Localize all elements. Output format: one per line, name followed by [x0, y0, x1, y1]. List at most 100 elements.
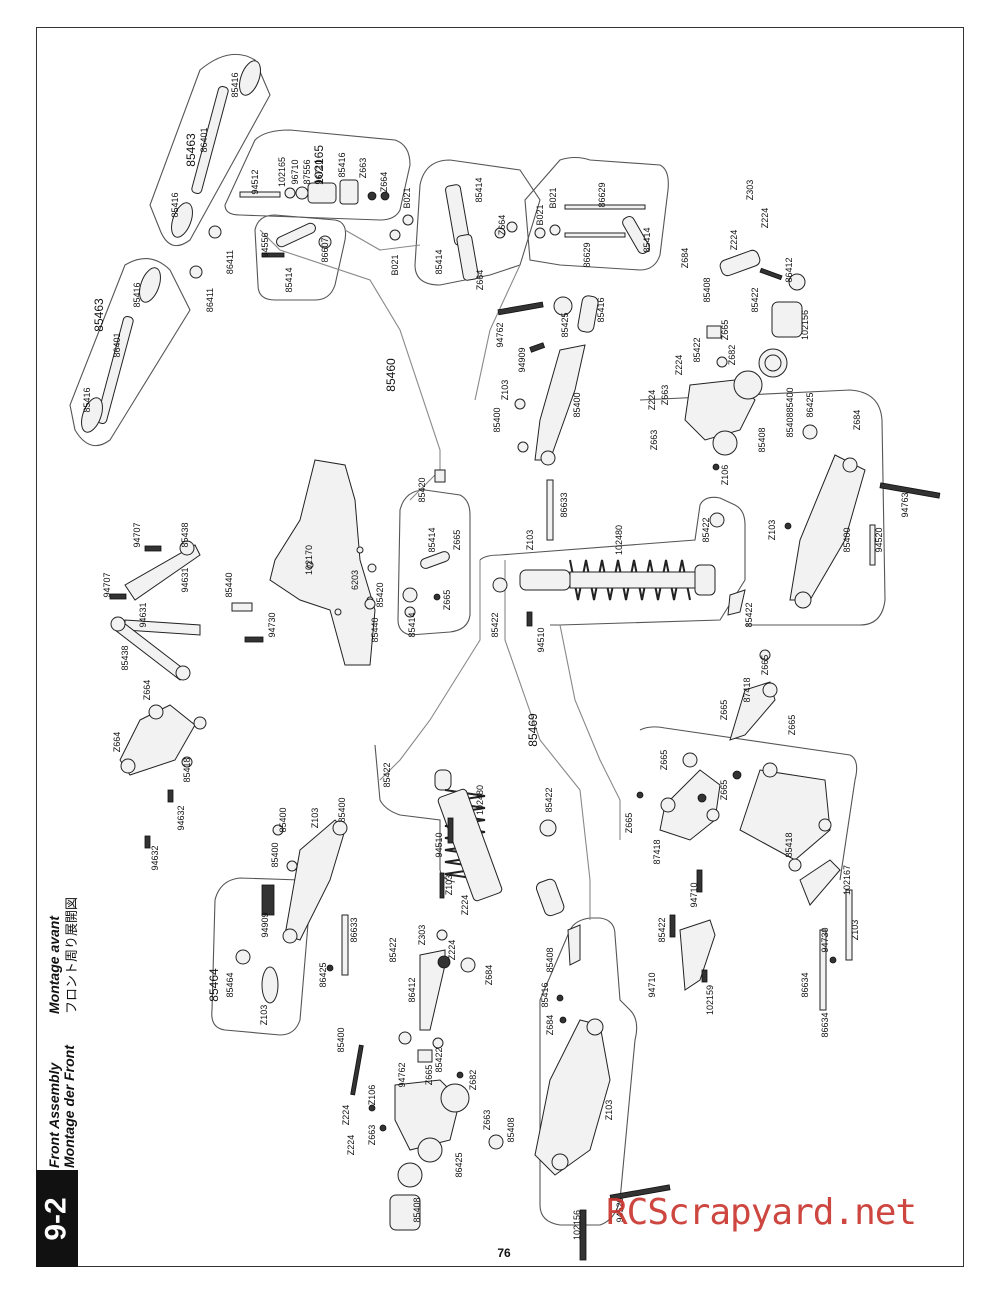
- part-number-label: Z684: [852, 410, 862, 431]
- part-number-label: Z103: [525, 530, 535, 551]
- part-number-label: 85400: [842, 527, 852, 552]
- part-number-label: 85416: [170, 192, 180, 217]
- part-number-label: 85408: [702, 277, 712, 302]
- part-number-label: Z303: [745, 180, 755, 201]
- part-number-label: 102480: [475, 785, 485, 815]
- part-number-label: 94763: [900, 492, 910, 517]
- part-number-label: 85414: [434, 249, 444, 274]
- part-number-label: 94762: [397, 1062, 407, 1087]
- part-number-label: Z665: [720, 320, 730, 341]
- group-outlines: [69, 53, 886, 1226]
- part-number-label: Z663: [660, 385, 670, 406]
- part-number-label: 85464: [225, 972, 235, 997]
- part-number-label: 86425: [805, 392, 815, 417]
- part-number-label: 94710: [689, 882, 699, 907]
- part-number-label: 94510: [536, 627, 546, 652]
- part-number-label: Z224: [647, 390, 657, 411]
- part-number-label: 94762: [495, 322, 505, 347]
- part-number-label: Z665: [659, 750, 669, 771]
- part-number-label: 87418: [652, 839, 662, 864]
- part-number-label: 94632: [176, 805, 186, 830]
- part-number-label: 94631: [180, 567, 190, 592]
- part-number-label: Z664: [112, 732, 122, 753]
- part-number-label: 94520: [615, 1197, 625, 1222]
- part-number-label: 85418: [784, 832, 794, 857]
- part-number-label: 85408: [412, 1197, 422, 1222]
- part-number-label: 102159: [705, 985, 715, 1015]
- group-label: 102165: [312, 145, 326, 185]
- group-label: 85460: [384, 358, 398, 392]
- part-number-label: 86607: [320, 237, 330, 262]
- part-number-label: Z224: [460, 895, 470, 916]
- part-number-label: 85438: [120, 645, 130, 670]
- part-number-label: 85414: [474, 177, 484, 202]
- part-number-label: 85414: [642, 227, 652, 252]
- part-number-label: 86411: [205, 288, 215, 312]
- part-number-label: 94710: [647, 972, 657, 997]
- part-number-label: 94520: [874, 527, 884, 552]
- part-number-label: 94730: [820, 927, 830, 952]
- part-number-label: B021: [390, 254, 400, 275]
- part-number-label: Z103: [259, 1005, 269, 1026]
- part-illustrations: [81, 60, 941, 1261]
- part-number-label: Z682: [727, 345, 737, 366]
- part-number-label: 94556: [260, 232, 270, 257]
- part-number-label: 85408: [545, 947, 555, 972]
- part-number-label: 85422: [434, 1047, 444, 1072]
- part-number-label: 94632: [150, 845, 160, 870]
- part-number-label: 87418: [742, 677, 752, 702]
- part-number-label: Z664: [379, 172, 389, 193]
- part-number-label: Z665: [719, 780, 729, 801]
- page-frame: [36, 27, 964, 1267]
- group-label: 85463: [184, 133, 198, 167]
- part-number-label: 85416: [596, 297, 606, 322]
- watermark: RCScrapyard.net: [606, 1192, 917, 1233]
- part-number-label: Z664: [475, 270, 485, 291]
- part-number-label: 85414: [407, 612, 417, 637]
- part-number-label: Z103: [310, 808, 320, 829]
- part-number-label: Z103: [604, 1100, 614, 1121]
- part-number-label: 86634: [820, 1012, 830, 1037]
- part-number-label: 85400: [785, 387, 795, 412]
- part-number-label: 94707: [102, 572, 112, 597]
- part-number-label: 86401: [112, 332, 122, 357]
- part-number-label: 94707: [132, 522, 142, 547]
- part-number-label: 96710: [314, 159, 324, 184]
- part-number-label: 85400: [337, 797, 347, 822]
- part-number-label: 85408: [757, 427, 767, 452]
- part-number-label: 85416: [230, 72, 240, 97]
- part-number-label: 85422: [657, 917, 667, 942]
- part-number-label: Z303: [417, 925, 427, 946]
- part-number-label: Z665: [787, 715, 797, 736]
- part-number-label: 85400: [492, 407, 502, 432]
- part-number-label: Z224: [729, 230, 739, 251]
- part-number-label: 85416: [82, 387, 92, 412]
- part-number-label: 85408: [785, 412, 795, 437]
- part-number-label: 102165: [277, 157, 287, 187]
- part-number-label: Z664: [142, 680, 152, 701]
- part-number-label: 85422: [744, 602, 754, 627]
- part-number-label: 94909: [260, 912, 270, 937]
- part-number-label: 102156: [800, 310, 810, 340]
- part-number-label: Z665: [424, 1065, 434, 1086]
- group-label: 85469: [526, 713, 540, 747]
- part-number-label: Z665: [442, 590, 452, 611]
- part-number-label: Z663: [358, 158, 368, 179]
- part-number-label: Z665: [624, 813, 634, 834]
- part-number-label: 94909: [517, 347, 527, 372]
- part-number-label: 94512: [250, 169, 260, 194]
- part-number-label: Z665: [719, 700, 729, 721]
- part-number-label: 85414: [284, 267, 294, 292]
- part-number-label: Z665: [452, 530, 462, 551]
- part-number-label: 94631: [138, 602, 148, 627]
- part-number-label: Z224: [760, 208, 770, 229]
- part-number-label: Z224: [674, 355, 684, 376]
- part-number-label: 85400: [270, 842, 280, 867]
- part-number-label: 85422: [544, 787, 554, 812]
- part-number-label: 85438: [180, 522, 190, 547]
- part-number-label: Z103: [444, 875, 454, 896]
- part-number-label: 86634: [800, 972, 810, 997]
- part-number-label: 86412: [407, 977, 417, 1002]
